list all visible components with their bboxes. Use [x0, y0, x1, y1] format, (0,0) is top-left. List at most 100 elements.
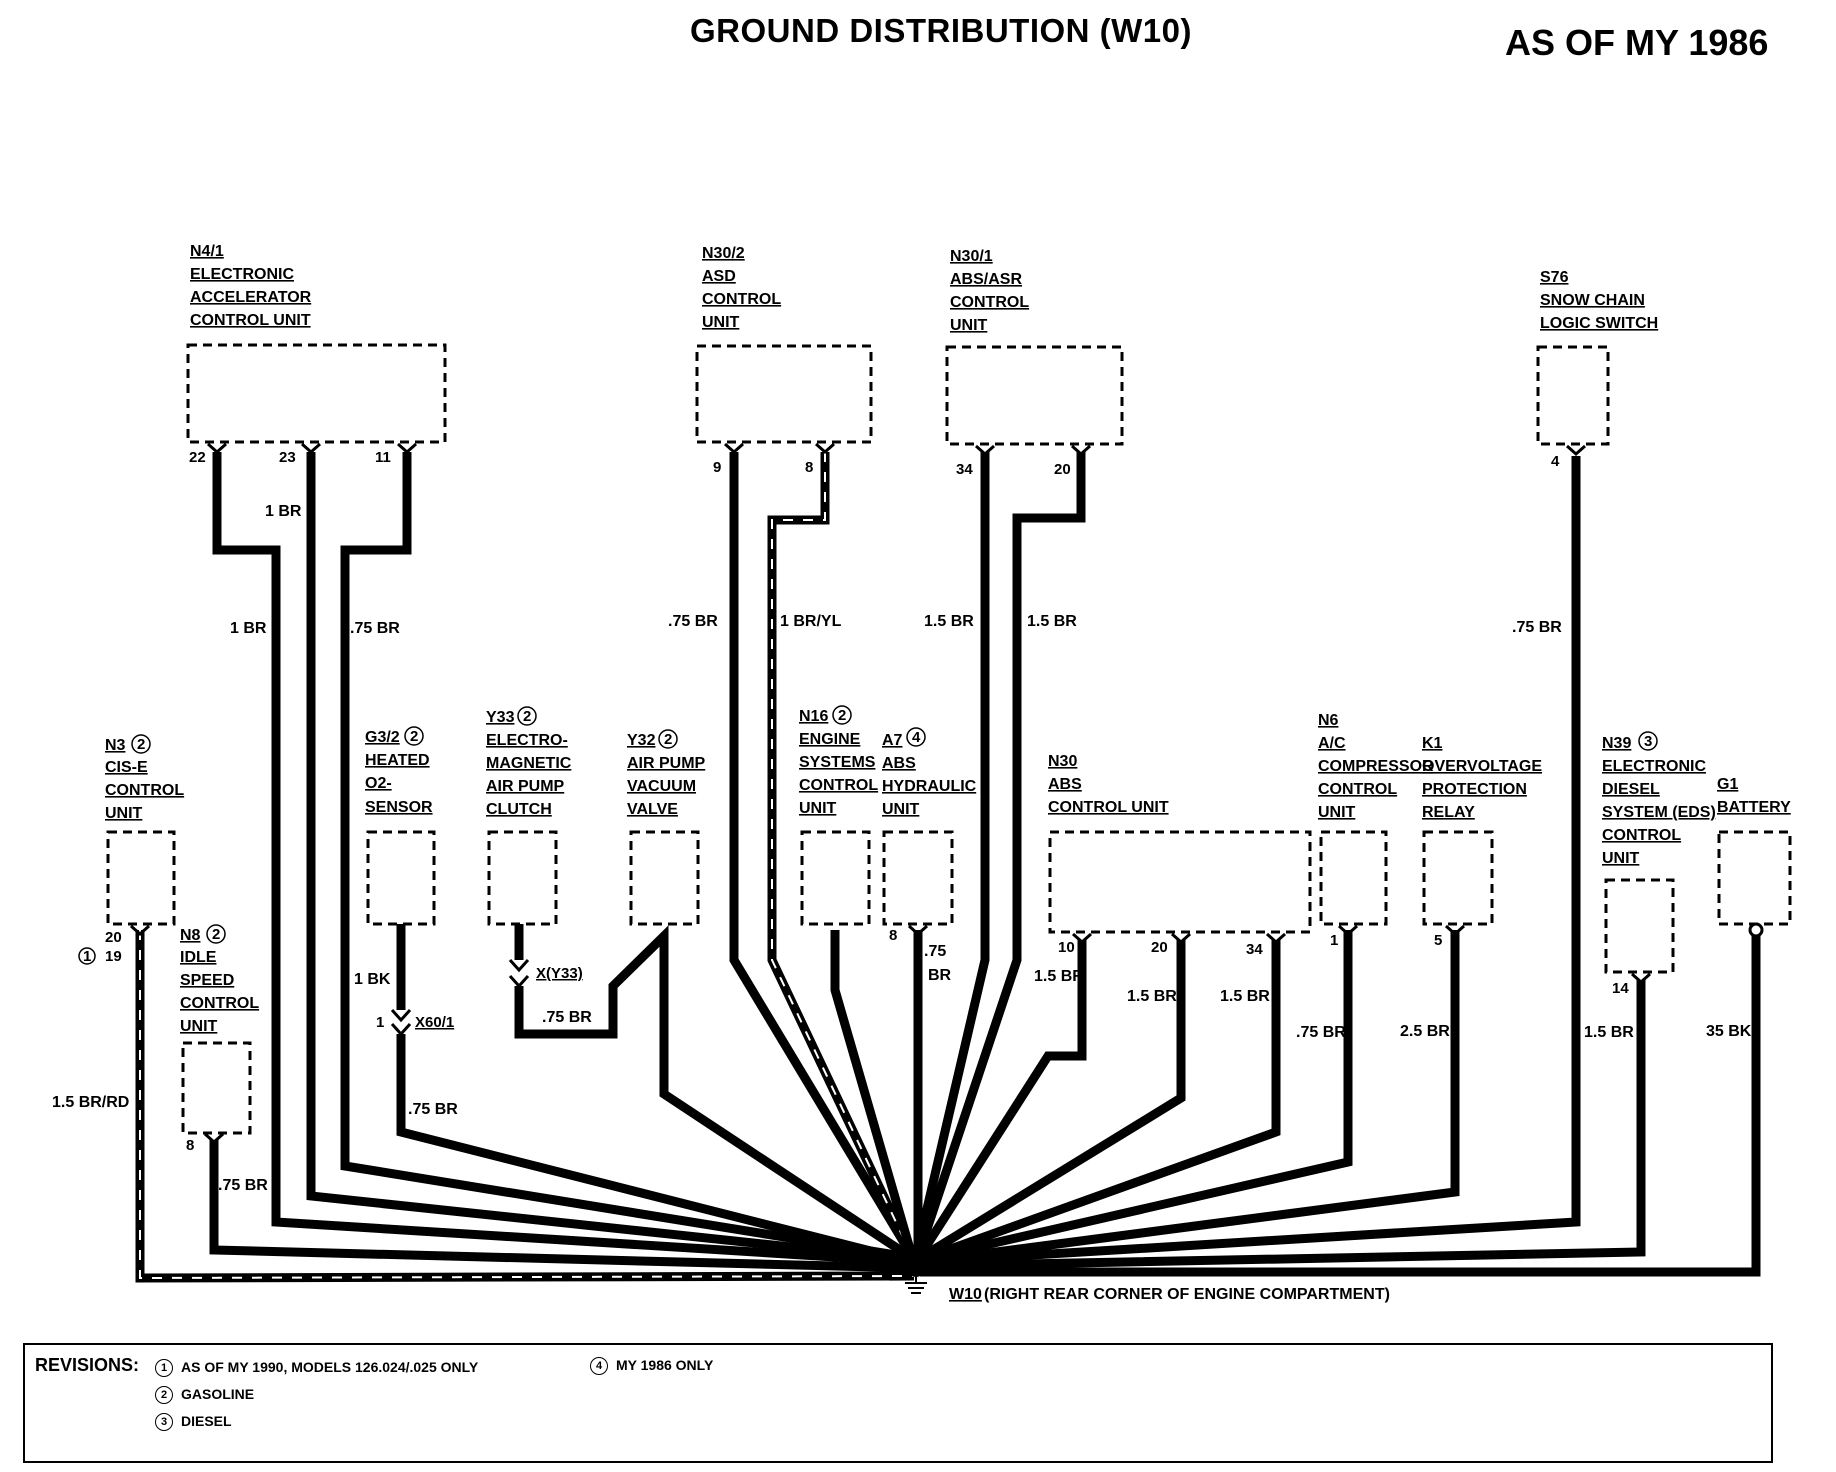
box-n30-1 [945, 345, 1124, 446]
n8-pin-8: 8 [186, 1137, 194, 1154]
terminal-n3 [130, 924, 150, 937]
n6-line2: COMPRESSOR [1318, 758, 1434, 775]
n39-line4: CONTROL [1602, 827, 1681, 844]
revision-2-number: 2 [155, 1386, 173, 1405]
n16-line2: SYSTEMS [799, 754, 876, 771]
revision-2-text: GASOLINE [181, 1386, 255, 1402]
n8-rev-circle [206, 924, 226, 944]
y32-rev-circle [658, 729, 678, 749]
y33-rev-num: 2 [523, 708, 531, 725]
wire-n30-2-pin8-stripe [771, 452, 913, 1257]
wire-label-n30-20: 1.5 BR [1127, 988, 1177, 1005]
ground-id: W10 [949, 1286, 982, 1303]
ground-desc: (RIGHT REAR CORNER OF ENGINE COMPARTMENT… [984, 1286, 1390, 1303]
n6-line3: CONTROL [1318, 781, 1397, 798]
terminal-a7 [908, 924, 928, 937]
wire-label-y33: .75 BR [542, 1009, 592, 1026]
k1-line2: PROTECTION [1422, 781, 1527, 798]
k1-line1: OVERVOLTAGE [1422, 758, 1542, 775]
wire-g3-2 [396, 924, 916, 1267]
a7-id: A7 [882, 732, 903, 749]
box-n30-2 [695, 344, 873, 444]
terminals [130, 442, 1764, 1145]
box-n16 [800, 830, 871, 926]
terminal-n30-2-8 [815, 442, 835, 455]
wire-label-g3-2-a: 1 BK [354, 971, 391, 988]
wire-n3-stripe [139, 930, 915, 1280]
wire-label-n4-11: .75 BR [350, 620, 400, 637]
n3-rev-circle [131, 734, 151, 754]
box-y32 [629, 830, 700, 926]
n30-2-line1: ASD [702, 268, 736, 285]
n6-id: N6 [1318, 712, 1339, 729]
g3-2-id: G3/2 [365, 729, 400, 746]
wire-n4-1-pin11 [340, 452, 915, 1263]
wire-n16 [830, 930, 917, 1258]
labels: N4/1 ELECTRONIC ACCELERATOR CONTROL UNIT… [52, 243, 1791, 1303]
box-s76 [1536, 345, 1610, 446]
y33-line3: AIR PUMP [486, 778, 565, 795]
a7-pin-8: 8 [889, 927, 897, 944]
s76-line2: LOGIC SWITCH [1540, 315, 1658, 332]
n39-line1: ELECTRONIC [1602, 758, 1706, 775]
g3-2-line1: HEATED [365, 752, 430, 769]
terminal-n30-1-20 [1071, 444, 1091, 457]
wire-label-n30-2-9: .75 BR [668, 613, 718, 630]
component-boxes [106, 343, 1792, 1135]
a7-line1: ABS [882, 755, 916, 772]
n30-id: N30 [1048, 753, 1077, 770]
wire-label-n30-10: 1.5 BR [1034, 968, 1084, 985]
n3-pin-19: 19 [105, 948, 122, 965]
wire-label-k1: 2.5 BR [1400, 1023, 1450, 1040]
ground-symbol [905, 1255, 927, 1294]
y33-line2: MAGNETIC [486, 755, 572, 772]
wire-n30-pin20 [917, 940, 1186, 1262]
n39-id: N39 [1602, 735, 1631, 752]
n3-pin-20: 20 [105, 929, 122, 946]
n30-1-pin-20: 20 [1054, 461, 1071, 478]
box-g3-2 [366, 830, 436, 926]
n3-line1: CIS-E [105, 759, 148, 776]
wiring-diagram: N4/1 ELECTRONIC ACCELERATOR CONTROL UNIT… [52, 243, 1792, 1303]
n6-pin-1: 1 [1330, 932, 1338, 949]
n16-id: N16 [799, 708, 828, 725]
n30-2-pin-9: 9 [713, 459, 721, 476]
box-n4-1 [186, 343, 447, 444]
n3-rev-num: 2 [137, 736, 145, 753]
box-g1 [1717, 830, 1792, 926]
n30-line2: CONTROL UNIT [1048, 799, 1169, 816]
wire-label-n8: .75 BR [218, 1177, 268, 1194]
terminal-s76 [1566, 444, 1586, 457]
n8-line2: SPEED [180, 972, 234, 989]
wire-n30-pin34 [918, 940, 1281, 1265]
wire-label-g1: 35 BK [1706, 1023, 1752, 1040]
terminal-n30-1-34 [975, 444, 995, 457]
n39-line2: DIESEL [1602, 781, 1660, 798]
n8-line1: IDLE [180, 949, 217, 966]
n30-1-id: N30/1 [950, 248, 993, 265]
wire-label-g3-2-b: .75 BR [408, 1101, 458, 1118]
n6-line1: A/C [1318, 735, 1346, 752]
y32-line3: VALVE [627, 801, 678, 818]
wires [135, 452, 1761, 1283]
n30-line1: ABS [1048, 776, 1082, 793]
y33-id: Y33 [486, 709, 515, 726]
wire-k1 [919, 930, 1460, 1267]
g3-2-line2: O2- [365, 775, 392, 792]
box-n8 [181, 1041, 252, 1135]
s76-line1: SNOW CHAIN [1540, 292, 1645, 309]
wire-label-n4-22: 1 BR [230, 620, 267, 637]
g1-line1: BATTERY [1717, 799, 1791, 816]
wire-n3 [135, 930, 915, 1283]
n30-1-line3: UNIT [950, 317, 988, 334]
terminal-n30-20 [1171, 932, 1191, 945]
terminal-n4-23 [301, 442, 321, 455]
s76-pin-4: 4 [1551, 453, 1560, 470]
terminal-n4-22 [207, 442, 227, 455]
n39-line5: UNIT [1602, 850, 1640, 867]
g3-2-pin-1: 1 [376, 1014, 384, 1031]
wire-n4-1-pin23 [306, 452, 915, 1265]
